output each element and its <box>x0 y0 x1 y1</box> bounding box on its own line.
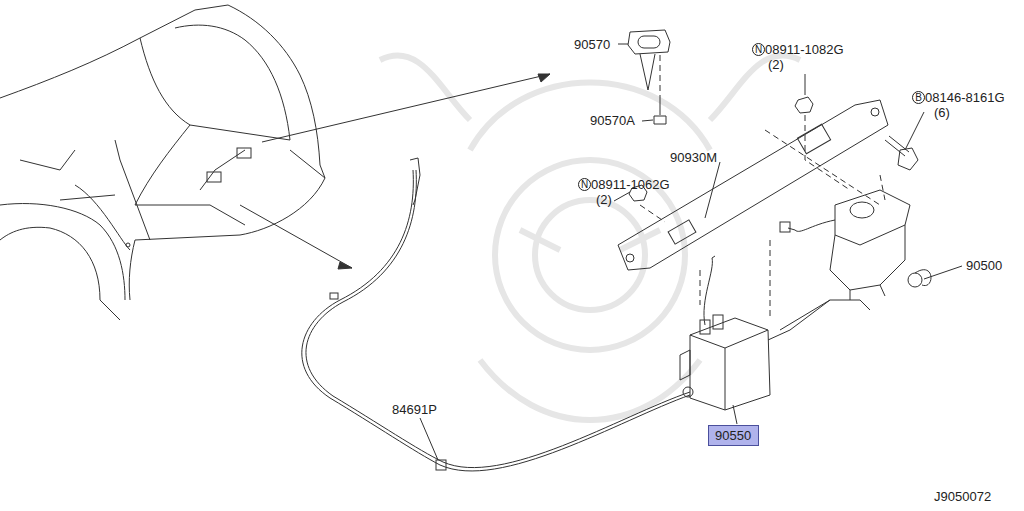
callout-number: (2) <box>596 192 612 207</box>
pointer-arrow <box>240 205 352 268</box>
car-body <box>0 5 325 320</box>
latch-assembly <box>780 190 931 330</box>
leader-line <box>420 44 962 460</box>
callout-number: 90570A <box>590 113 635 128</box>
callout-number: 08146-8161G <box>925 90 1005 105</box>
callout-number: 08911-1062G <box>591 177 670 192</box>
circled-letter: N <box>578 178 591 191</box>
pointer-arrow <box>262 74 550 142</box>
callout-number: (6) <box>934 105 950 120</box>
watermark <box>380 55 800 420</box>
nut <box>795 97 813 113</box>
actuator <box>680 300 830 410</box>
callout-number: (2) <box>768 57 784 72</box>
callout-number: 90570 <box>574 37 610 52</box>
circled-letter: N <box>752 43 765 56</box>
callout-number: 90550 <box>715 428 752 443</box>
bolt <box>885 136 918 170</box>
striker <box>628 30 670 124</box>
highlight-box: 90550 <box>708 425 759 446</box>
callout-number: 08911-1082G <box>765 42 844 57</box>
guide-line <box>640 55 885 320</box>
callout-number: 90930M <box>670 150 717 165</box>
callout-number: 84691P <box>392 402 437 417</box>
callout-number: 90500 <box>966 258 1002 273</box>
callout-number: J9050072 <box>934 489 991 504</box>
release-cable <box>302 158 715 471</box>
circled-letter: B <box>912 91 925 104</box>
